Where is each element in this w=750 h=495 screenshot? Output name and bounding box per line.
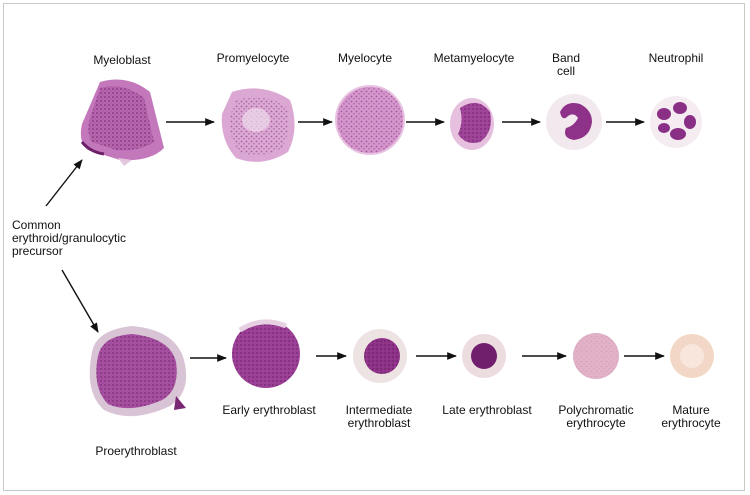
myeloblast-cell <box>81 80 164 166</box>
band-cell <box>546 94 602 150</box>
polychromatic-erythrocyte-cell <box>573 333 619 379</box>
mature-erythrocyte-cell <box>670 334 714 378</box>
label-metamyelocyte: Metamyelocyte <box>424 52 524 65</box>
label-polychromatic-line2: erythrocyte <box>548 417 644 430</box>
label-myeloblast: Myeloblast <box>82 54 162 67</box>
label-late-erythroblast: Late erythroblast <box>432 404 542 417</box>
metamyelocyte-cell <box>450 98 494 150</box>
label-myelocyte: Myelocyte <box>330 52 400 65</box>
label-intermediate-line2: erythroblast <box>334 417 424 430</box>
label-mature-line2: erythrocyte <box>648 417 734 430</box>
neutrophil-cell <box>650 96 702 148</box>
late-erythroblast-cell <box>462 334 506 378</box>
promyelocyte-cell <box>222 88 295 161</box>
arrow-precursor-myeloblast <box>46 160 82 206</box>
label-promyelocyte: Promyelocyte <box>208 52 298 65</box>
label-band-line2: cell <box>546 65 586 78</box>
early-erythroblast-cell <box>232 320 300 388</box>
intermediate-erythroblast-cell <box>353 329 407 383</box>
label-precursor-line3: precursor <box>12 245 63 258</box>
arrow-precursor-proerythroblast <box>62 270 98 332</box>
myelocyte-cell <box>336 86 404 154</box>
proerythroblast-cell <box>90 326 186 416</box>
label-proerythroblast: Proerythroblast <box>86 445 186 458</box>
label-early-erythroblast: Early erythroblast <box>214 404 324 417</box>
label-neutrophil: Neutrophil <box>636 52 716 65</box>
